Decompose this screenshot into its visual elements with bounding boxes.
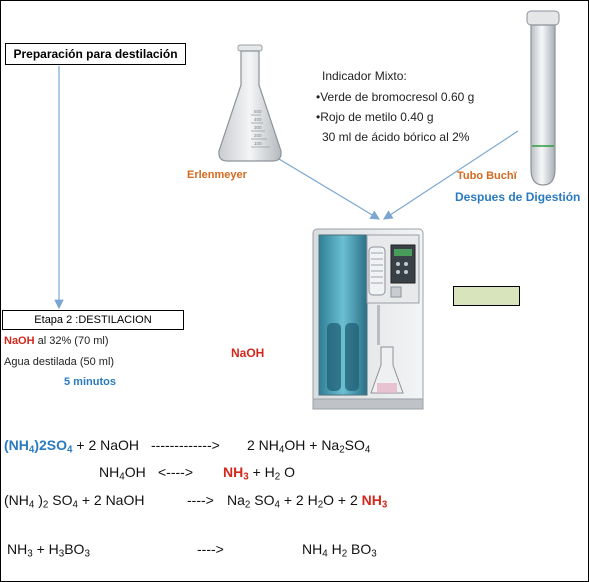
eq3-arrow: ---->	[187, 492, 214, 508]
eq4-arrow: ---->	[197, 541, 224, 557]
test-tube-icon	[526, 10, 560, 186]
tube-caption: Tubo Buchï	[457, 170, 517, 182]
naoh-label: NaOH	[231, 346, 265, 360]
etapa-naoh-word: NaOH	[4, 335, 35, 347]
tube-subcaption: Despues de Digestión	[455, 190, 581, 204]
indicator-item-2: •Rojo de metilo 0.40 g	[316, 110, 434, 124]
eq3-ammonia: NH3	[361, 492, 388, 511]
green-highlight-box	[453, 286, 520, 306]
indicator-item-1-text: Verde de bromocresol 0.60 g	[320, 90, 475, 104]
indicator-item-2-text: Rojo de metilo 0.40 g	[320, 110, 434, 124]
eq2-products: NH3 + H2 O	[223, 464, 295, 483]
arrow-tube-to-apparatus	[382, 130, 519, 220]
erlenmeyer-flask-icon: 500 400 300 200 100	[218, 44, 282, 162]
flask-scale-mark: 300	[254, 125, 262, 130]
eq4-products: NH4 H2 BO3	[302, 541, 377, 560]
indicator-extra: 30 ml de ácido bórico al 2%	[322, 130, 470, 144]
eq1-plus: + 2 NaOH	[72, 437, 140, 453]
prep-box: Preparación para destilación	[5, 43, 186, 65]
equation-4: NH3 + H3BO3	[7, 541, 90, 560]
bullet-icon: •	[316, 90, 321, 104]
indicator-title: Indicador Mixto:	[322, 69, 407, 83]
equation-2: NH4OH	[99, 464, 146, 483]
flask-scale-mark: 200	[254, 133, 262, 138]
equation-1: (NH4)2SO4 + 2 NaOH	[4, 437, 140, 456]
etapa-naoh-rest: al 32% (70 ml)	[34, 335, 109, 347]
etapa-box: Etapa 2 :DESTILACION	[2, 310, 184, 330]
flask-scale-mark: 500	[254, 109, 262, 114]
eq1-products: 2 NH4OH + Na2SO4	[247, 437, 371, 456]
eq3-products: Na2 SO4 + 2 H2O + 2 NH3	[227, 492, 388, 511]
arrow-flask-to-apparatus	[278, 158, 381, 220]
eq2-arrow: <---->	[158, 464, 193, 480]
flask-scale-mark: 400	[254, 117, 262, 122]
etapa-water: Agua destilada (50 ml)	[4, 356, 115, 368]
etapa-naoh-line: NaOH al 32% (70 ml)	[4, 335, 109, 347]
indicator-item-1: •Verde de bromocresol 0.60 g	[316, 90, 474, 104]
etapa-time: 5 minutos	[64, 376, 116, 388]
bullet-icon: •	[316, 110, 321, 124]
flask-scale-mark: 100	[254, 141, 262, 146]
erlenmeyer-caption: Erlenmeyer	[187, 169, 247, 181]
distillation-unit-icon	[312, 228, 424, 410]
equation-3: (NH4 )2 SO4 + 2 NaOH	[4, 492, 145, 511]
etapa-box-label: Etapa 2 :DESTILACION	[34, 314, 152, 326]
prep-box-label: Preparación para destilación	[13, 47, 178, 61]
eq2-ammonia: NH3	[223, 464, 249, 483]
eq1-arrow: ------------->	[151, 437, 220, 453]
eq1-reactant: (NH4)2SO4	[4, 437, 73, 456]
